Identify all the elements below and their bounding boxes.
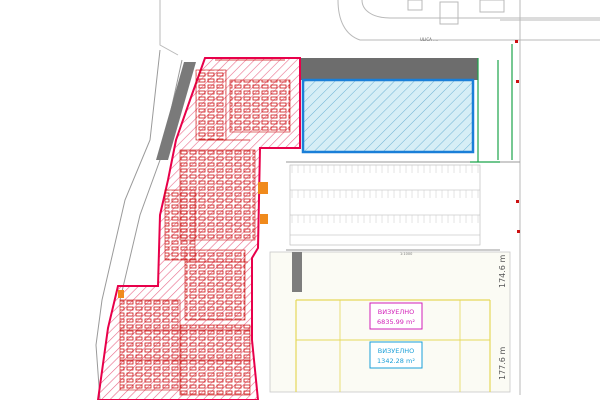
stair-cores: [118, 182, 268, 298]
parking-area: [289, 164, 481, 246]
dimension-lower: 177.6 m: [498, 347, 507, 380]
dimension-upper: 174.6 m: [498, 255, 507, 288]
area-label-cyan: ВИЗУЕЛНО 1342.28 m²: [369, 341, 423, 369]
interior-layout: [119, 69, 291, 396]
storage-hall: [301, 78, 475, 154]
scale-note: 1:1000: [400, 252, 412, 256]
svg-text:1342.28 m²: 1342.28 m²: [377, 357, 415, 365]
area-label-pink: ВИЗУЕЛНО 6835.99 m²: [369, 302, 423, 330]
road-lines-top: [159, 0, 600, 395]
dark-diagonal-strip: [156, 62, 196, 160]
svg-text:ВИЗУЕЛНО: ВИЗУЕЛНО: [378, 308, 414, 316]
svg-text:6835.99 m²: 6835.99 m²: [377, 318, 415, 326]
shelving: [120, 59, 285, 361]
green-boundary-lines: [470, 44, 513, 163]
parking-stalls: [291, 165, 479, 223]
dark-access-strip: [300, 58, 478, 80]
svg-text:ВИЗУЕЛНО: ВИЗУЕЛНО: [378, 347, 414, 355]
survey-markers: [515, 40, 520, 233]
street-label: ULICA ....: [420, 37, 438, 42]
